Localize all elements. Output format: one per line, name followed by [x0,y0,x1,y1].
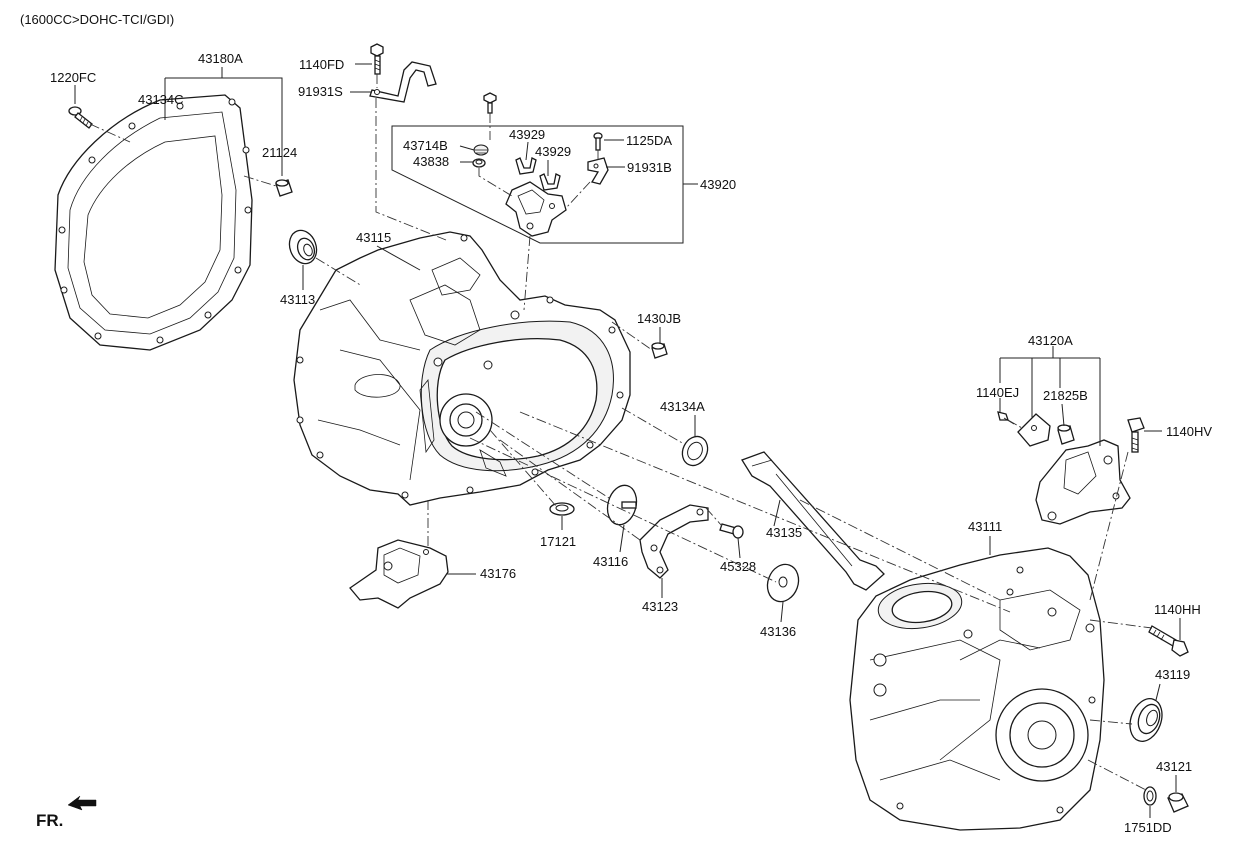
bolt-45328[interactable] [719,523,744,539]
grommet-43714b[interactable] [473,144,489,156]
label-43119: 43119 [1155,667,1190,682]
label-43929-b: 43929 [535,144,571,159]
clip-43929-a[interactable] [515,157,537,175]
bushing-21825b[interactable] [1057,424,1075,445]
label-1140hh: 1140HH [1154,602,1201,617]
label-1140fd: 1140FD [299,57,344,72]
label-43113: 43113 [280,292,315,307]
label-43714b: 43714B [403,138,448,153]
label-43134a: 43134A [660,399,705,414]
bracket-91931b[interactable] [587,157,609,185]
label-1125da: 1125DA [626,133,672,148]
seal-43134a[interactable] [678,432,712,469]
group-box-43920 [391,125,684,244]
plate-43116[interactable] [603,482,640,528]
label-1430jb: 1430JB [637,311,681,326]
transaxle-case-43111[interactable] [849,547,1105,831]
label-1751dd: 1751DD [1124,820,1172,835]
label-1140hv: 1140HV [1166,424,1212,439]
dowel-21124[interactable] [275,179,293,197]
label-43120a: 43120A [1028,333,1073,348]
bolt-1125da[interactable] [593,132,603,151]
plug-43121[interactable] [1167,792,1189,813]
label-43134c: 43134C [138,92,184,107]
bracket-43120a[interactable] [1035,439,1131,525]
bolt-1220fc[interactable] [68,106,93,129]
front-arrow-icon [67,795,97,811]
bushing-43838[interactable] [472,158,486,168]
bolt-1140hh[interactable] [1148,625,1189,657]
label-43180a: 43180A [198,51,243,66]
label-1220fc: 1220FC [50,70,96,85]
seal-43113[interactable] [285,227,321,268]
label-91931s: 91931S [298,84,343,99]
assembly-lines [89,74,1153,791]
gasket-43134c[interactable] [54,94,253,351]
label-1140ej: 1140EJ [976,385,1019,400]
leader-lines [74,63,1181,818]
label-21124: 21124 [262,145,297,160]
label-43838: 43838 [413,154,449,169]
label-45328: 45328 [720,559,756,574]
front-direction-marker: FR. [36,795,97,830]
label-43111: 43111 [968,519,1002,534]
seal-43119[interactable] [1124,694,1167,746]
label-43121: 43121 [1156,759,1192,774]
bracket-43123[interactable] [639,504,709,579]
washer-1751dd[interactable] [1143,786,1157,806]
label-43176: 43176 [480,566,516,581]
bolt-1140hv[interactable] [1127,417,1145,453]
label-43136: 43136 [760,624,796,639]
washer-17121[interactable] [549,502,575,516]
clutch-housing-43115[interactable] [293,231,631,506]
plate-1140ej-group[interactable] [1017,413,1051,447]
front-label: FR. [36,811,63,830]
bolt-1140fd[interactable] [370,43,384,75]
shift-bracket-43920[interactable] [505,181,567,237]
washer-43136[interactable] [762,560,803,606]
label-43135: 43135 [766,525,802,540]
rail-43135[interactable] [741,451,885,591]
label-43929-a: 43929 [509,127,545,142]
mount-43176[interactable] [349,539,449,609]
bolt-small-43920-top[interactable] [483,92,497,114]
bracket-91931s[interactable] [369,61,437,103]
dowel-1430jb[interactable] [651,342,668,359]
label-43116: 43116 [593,554,628,569]
label-43123: 43123 [642,599,678,614]
clip-43929-b[interactable] [539,173,561,191]
callout-labels: 43180A 1220FC 43134C 21124 1140FD 91931S… [50,51,1212,835]
label-43115: 43115 [356,230,391,245]
label-17121: 17121 [540,534,576,549]
engine-spec-note: (1600CC>DOHC-TCI/GDI) [20,12,174,27]
label-43920: 43920 [700,177,736,192]
label-21825b: 21825B [1043,388,1088,403]
label-91931b: 91931B [627,160,672,175]
